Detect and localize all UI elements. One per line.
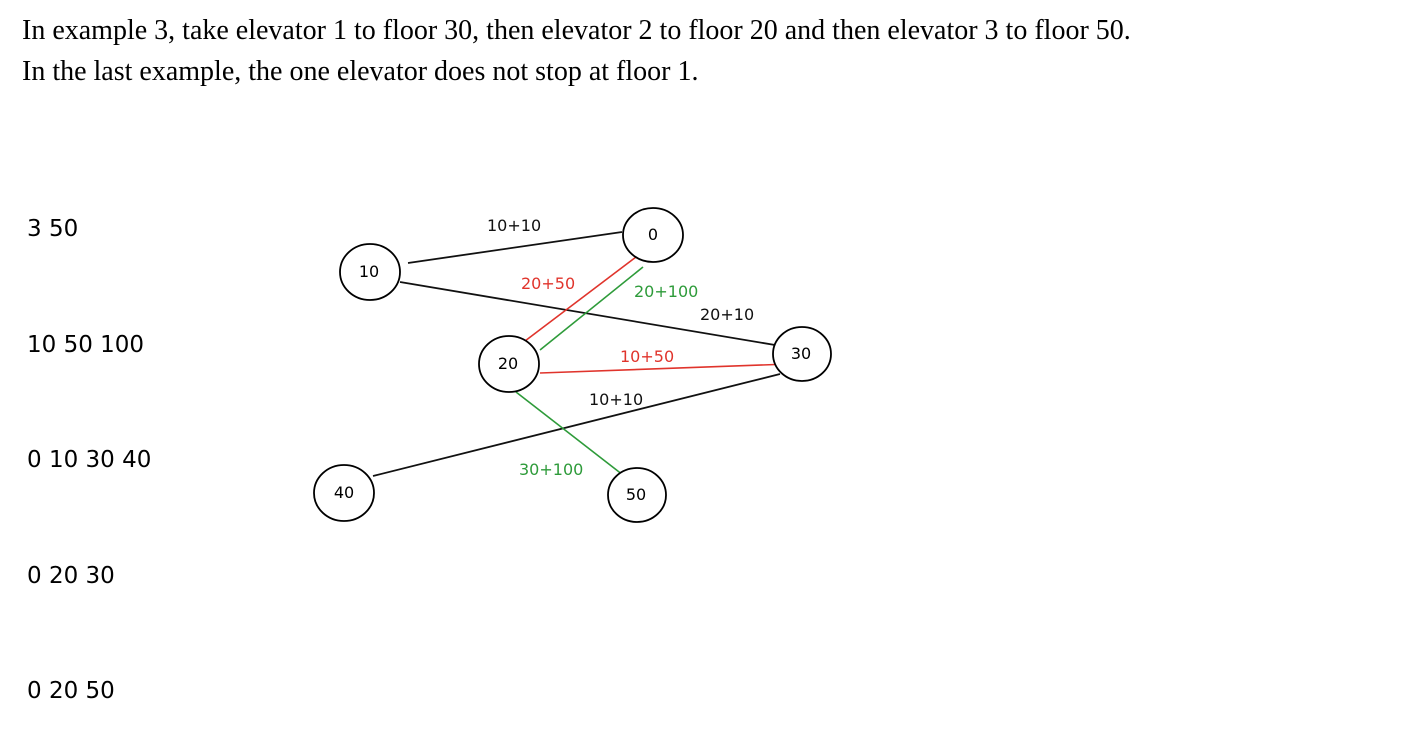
explanation-line-2: In the last example, the one elevator do… [22,56,699,87]
edge-label: 10+50 [620,347,674,366]
edge-label: 10+10 [487,216,541,235]
node-label: 0 [648,225,658,244]
node-label: 10 [359,262,379,281]
input-line: 0 10 30 40 [27,447,152,473]
node-label: 20 [498,354,518,373]
node-label: 40 [334,483,354,502]
node-label: 30 [791,344,811,363]
node-50: 50 [607,467,667,523]
node-20: 20 [478,335,540,393]
node-0: 0 [622,207,684,263]
edge-label: 20+50 [521,274,575,293]
node-30: 30 [772,326,832,382]
input-line: 0 20 30 [27,562,115,589]
edge-10-30 [399,281,776,346]
edge-label: 20+10 [700,305,754,324]
edge-20-0-red [524,253,641,342]
explanation-line-1: In example 3, take elevator 1 to floor 3… [22,15,1131,46]
edge-20-50-green [515,391,633,483]
input-line: 3 50 [27,216,79,242]
input-line: 0 20 50 [27,678,115,704]
explanation-paragraph: In example 3, take elevator 1 to floor 3… [22,10,1131,92]
elevator-graph: 10+10 20+10 10+10 20+50 10+50 20+100 30+… [313,207,832,523]
node-10: 10 [339,243,401,301]
node-label: 50 [626,485,646,504]
input-line: 10 50 100 [27,331,145,358]
edge-30-40 [372,373,781,477]
edge-label: 20+100 [634,282,698,301]
edge-label: 30+100 [519,460,583,479]
edge-label: 10+10 [589,390,643,409]
edge-20-30-red [539,363,791,374]
edge-10-0 [407,231,623,264]
edge-20-0-green [539,266,644,351]
node-40: 40 [313,464,375,522]
